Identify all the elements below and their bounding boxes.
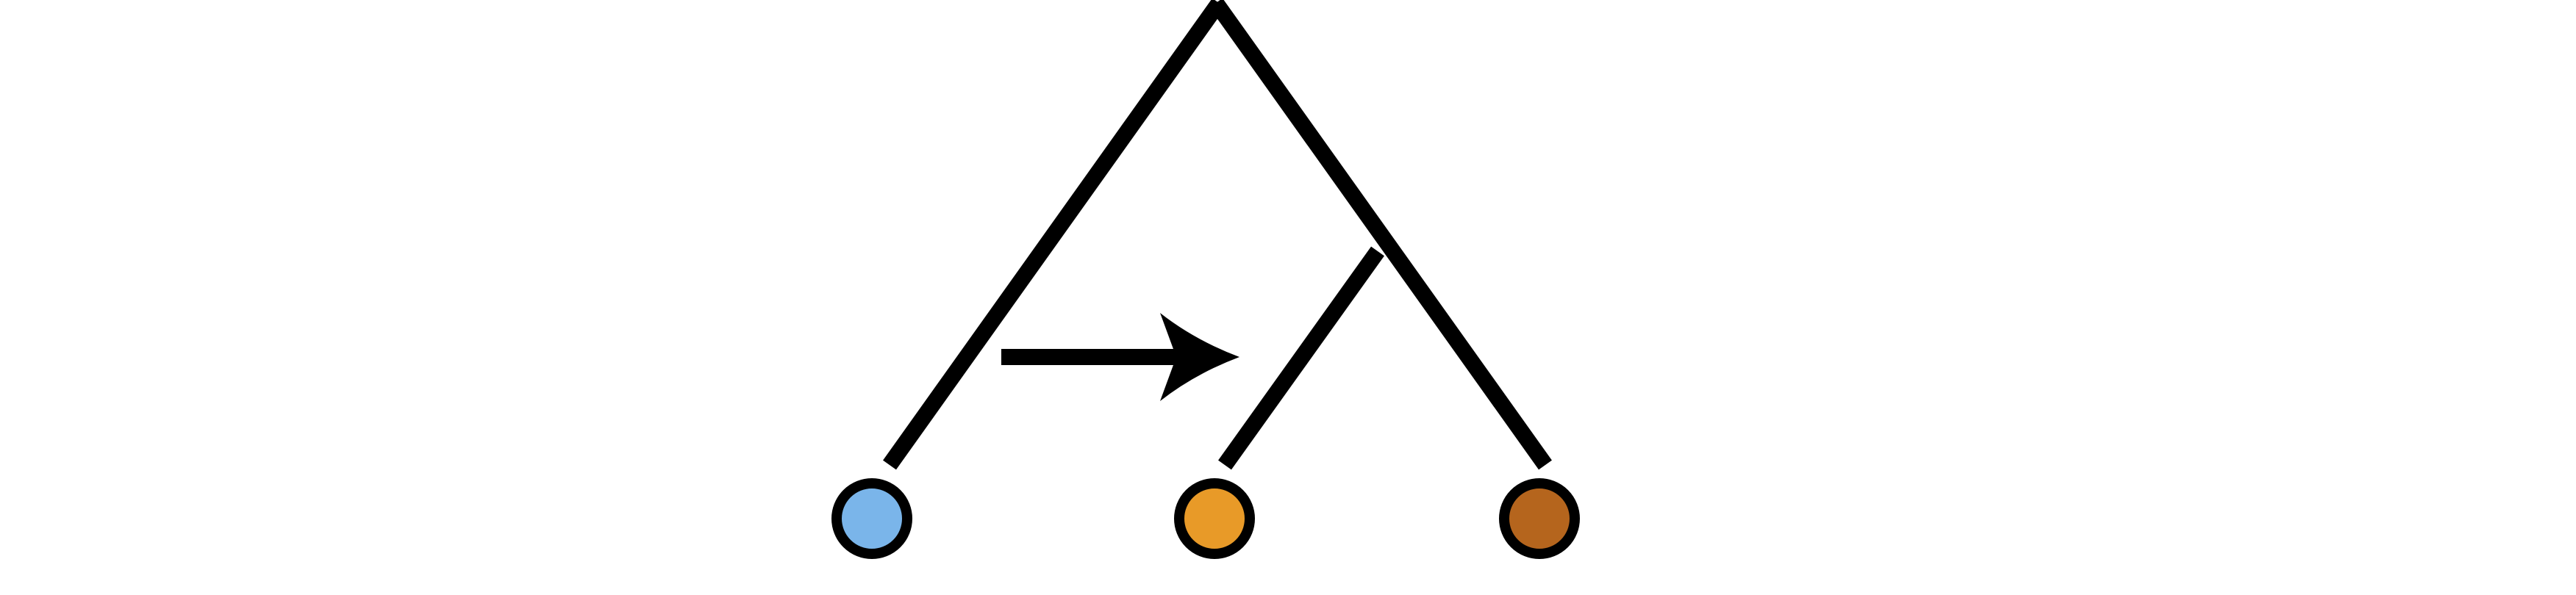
branch-root-to-leaf-c (1209, 0, 1552, 470)
leaf-node-brown (1499, 478, 1580, 559)
leaf-node-orange (1174, 478, 1255, 559)
branch-inner-to-leaf-b (1218, 246, 1384, 470)
leaf-node-blue (831, 478, 912, 559)
branch-root-to-leaf-a (883, 0, 1226, 470)
arrow-head (1160, 313, 1239, 401)
